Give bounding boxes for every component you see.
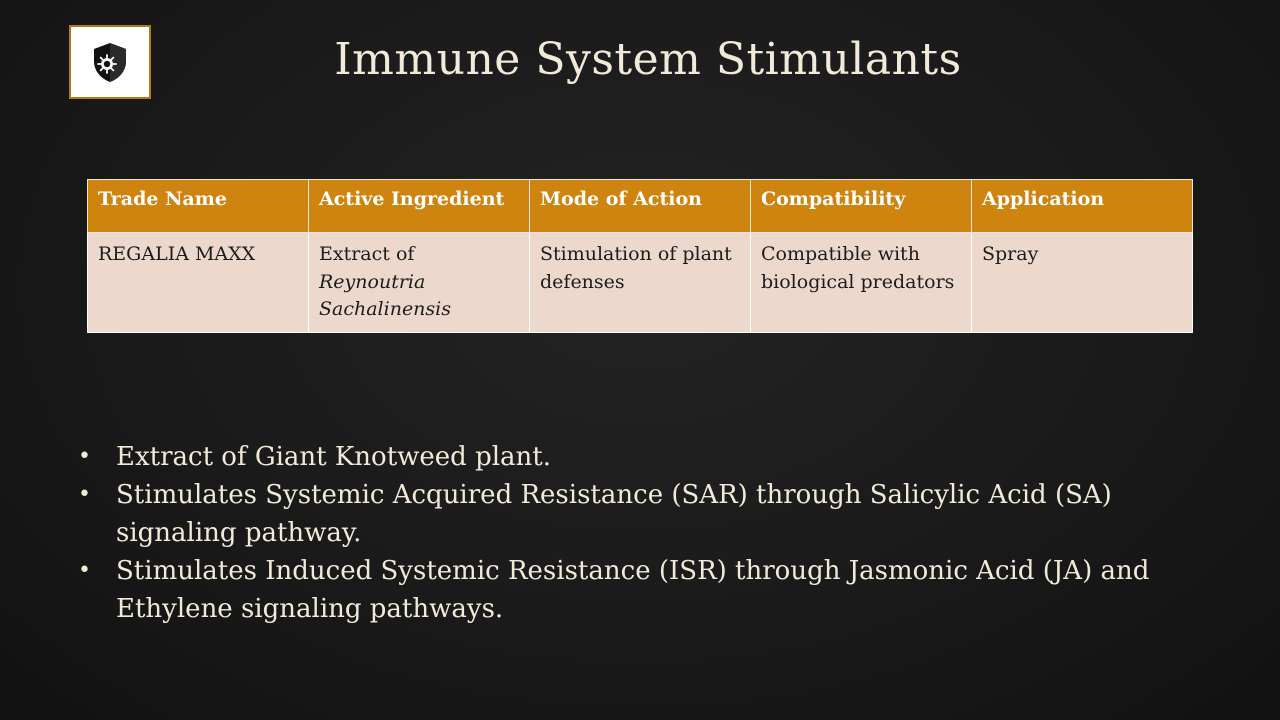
header-compatibility: Compatibility xyxy=(750,179,972,233)
ingredient-scientific-name: Reynoutria Sachalinensis xyxy=(319,270,451,321)
cell-trade-name: REGALIA MAXX xyxy=(87,232,309,333)
bullet-text: Stimulates Systemic Acquired Resistance … xyxy=(116,480,1112,548)
slide-title: Immune System Stimulants xyxy=(334,34,962,85)
bullet-dot-icon: • xyxy=(78,482,91,507)
cell-active-ingredient: Extract of Reynoutria Sachalinensis xyxy=(308,232,530,333)
cell-mode-of-action: Stimulation of plant defenses xyxy=(529,232,751,333)
ingredient-prefix: Extract of xyxy=(319,243,415,265)
table-header-row: Trade Name Active Ingredient Mode of Act… xyxy=(87,179,1193,233)
shield-virus-icon xyxy=(94,43,126,82)
header-active-ingredient: Active Ingredient xyxy=(308,179,530,233)
header-trade-name: Trade Name xyxy=(87,179,309,233)
bullet-dot-icon: • xyxy=(78,444,91,469)
header-mode-of-action: Mode of Action xyxy=(529,179,751,233)
bullet-item: • Stimulates Induced Systemic Resistance… xyxy=(78,552,1198,628)
bullet-dot-icon: • xyxy=(78,558,91,583)
bullet-text: Stimulates Induced Systemic Resistance (… xyxy=(116,556,1150,624)
table-row: REGALIA MAXX Extract of Reynoutria Sacha… xyxy=(87,232,1193,333)
data-table: Trade Name Active Ingredient Mode of Act… xyxy=(87,179,1193,333)
bullet-text: Extract of Giant Knotweed plant. xyxy=(116,442,552,472)
header-application: Application xyxy=(971,179,1193,233)
cell-compatibility: Compatible with biological predators xyxy=(750,232,972,333)
logo-badge xyxy=(69,25,151,99)
bullet-list: • Extract of Giant Knotweed plant. • Sti… xyxy=(78,438,1198,628)
bullet-item: • Stimulates Systemic Acquired Resistanc… xyxy=(78,476,1198,552)
bullet-item: • Extract of Giant Knotweed plant. xyxy=(78,438,1198,476)
cell-application: Spray xyxy=(971,232,1193,333)
